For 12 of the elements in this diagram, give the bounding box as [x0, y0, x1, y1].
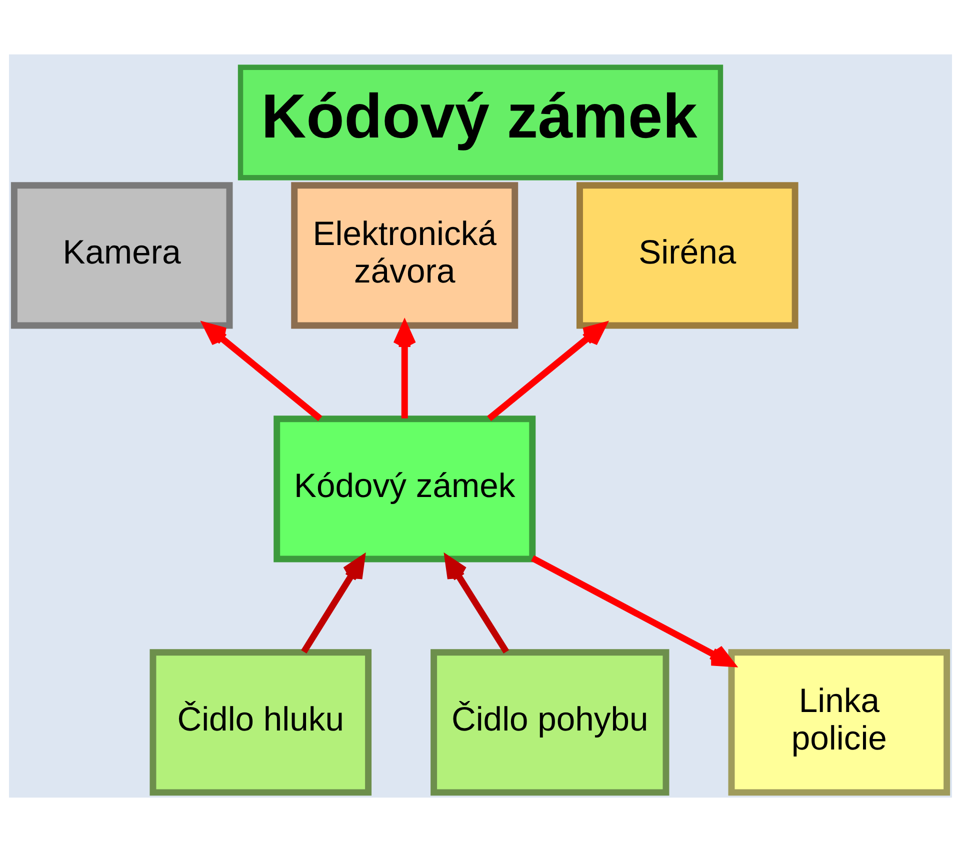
node-box: Siréna	[576, 182, 798, 328]
arrow	[300, 555, 364, 654]
node-box: Kamera	[10, 182, 232, 328]
node-box: Čidlo hluku	[149, 648, 372, 796]
arrow	[486, 322, 606, 421]
arrow	[202, 322, 322, 421]
node-box: Čidlo pohybu	[430, 648, 669, 796]
arrow	[444, 555, 509, 654]
diagram-title: Kódový zámek	[260, 82, 697, 151]
node-box: Kódový zámek	[273, 415, 536, 562]
node-box: Linka policie	[728, 648, 950, 796]
node-box: Elektronická závora	[290, 182, 518, 328]
